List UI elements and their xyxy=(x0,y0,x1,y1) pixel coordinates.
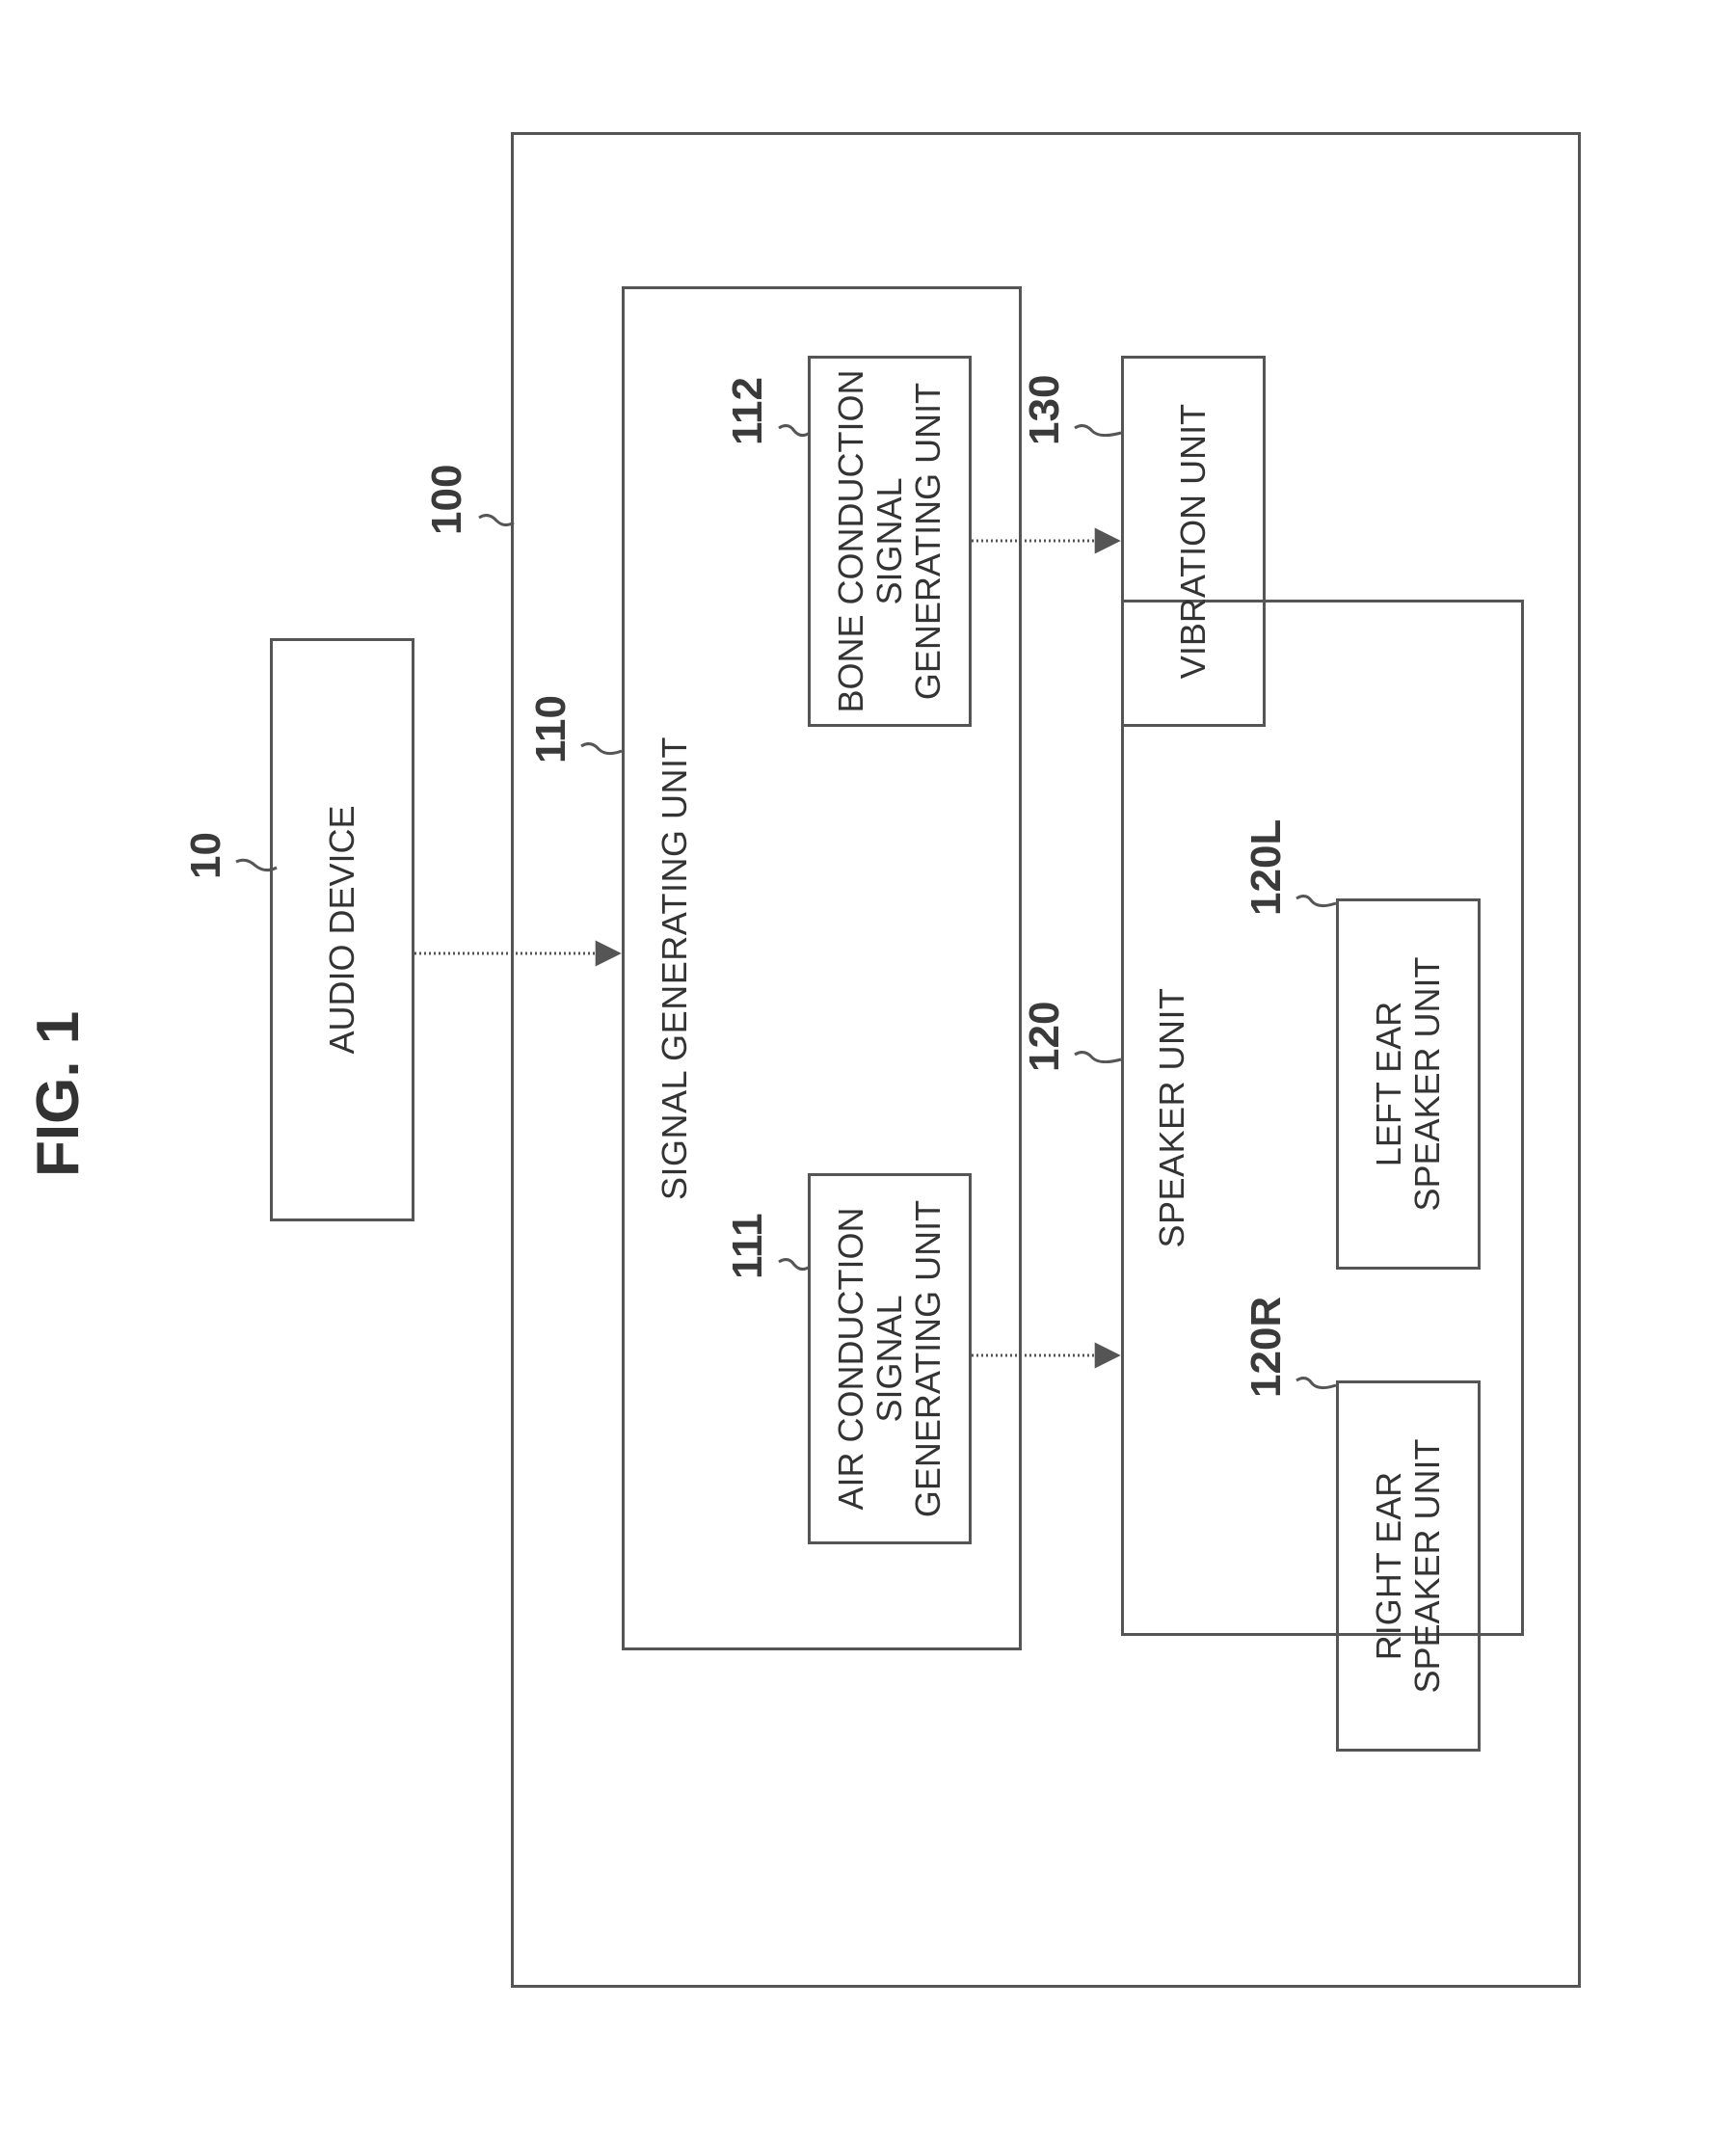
leader-audio-device xyxy=(236,860,277,870)
leader-signal-generating-unit xyxy=(581,744,622,754)
leader-right-ear xyxy=(1296,1379,1336,1388)
leader-vibration-unit xyxy=(1075,426,1121,436)
leader-speaker-unit xyxy=(1075,1053,1121,1062)
leader-system xyxy=(479,516,514,525)
leader-air-conduction xyxy=(779,1260,810,1270)
leader-bone-conduction xyxy=(779,426,810,436)
leader-left-ear xyxy=(1296,897,1336,906)
